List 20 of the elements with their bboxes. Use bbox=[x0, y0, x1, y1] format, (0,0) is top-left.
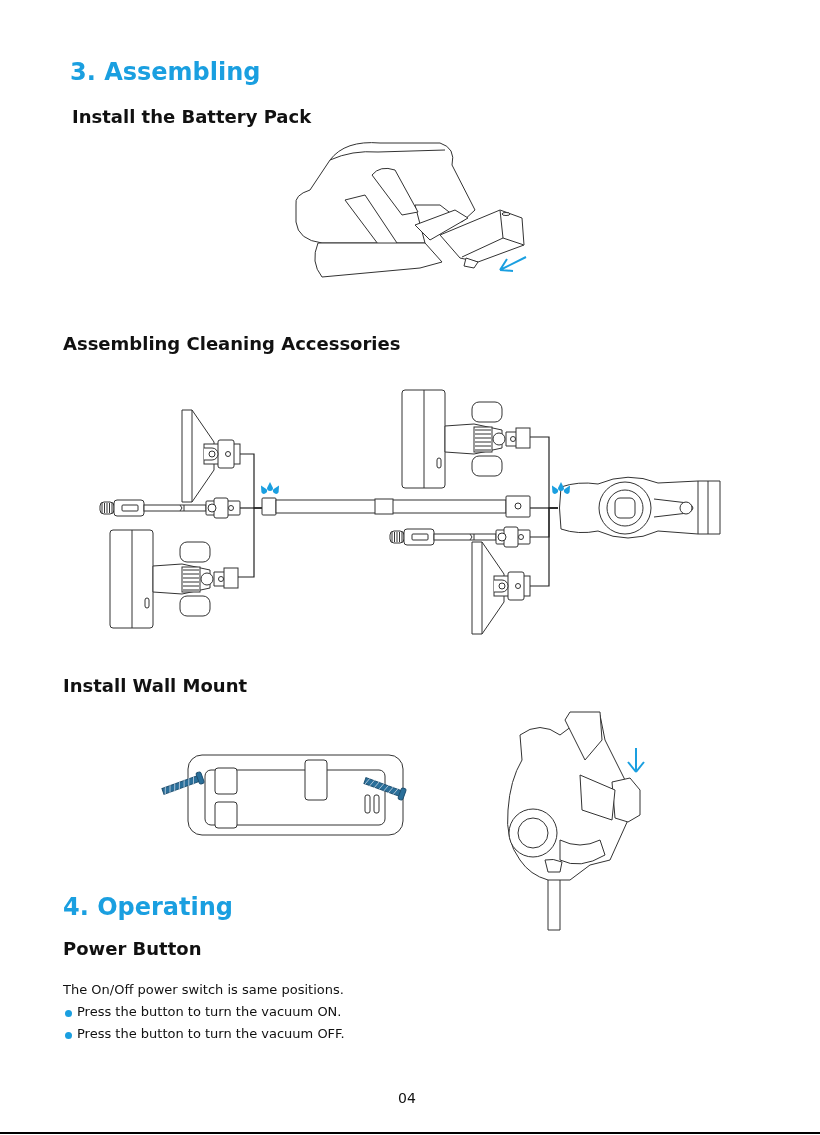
connector-line bbox=[529, 507, 559, 587]
subheading: Power Button bbox=[63, 938, 202, 960]
floor-head-drawing bbox=[401, 389, 531, 489]
subheading: Assembling Cleaning Accessories bbox=[63, 333, 401, 355]
handle-drawing bbox=[559, 476, 721, 539]
connector-line bbox=[237, 507, 263, 578]
floor-head-drawing bbox=[109, 529, 239, 629]
flat-tool-drawing bbox=[181, 409, 241, 503]
crevice-brush-drawing bbox=[389, 526, 531, 548]
crevice-brush-drawing bbox=[99, 497, 241, 519]
bullet-item: Press the button to turn the vacuum OFF. bbox=[63, 1026, 345, 1042]
section-heading: 4. Operating bbox=[63, 893, 234, 922]
page-number: 04 bbox=[398, 1090, 416, 1107]
flat-tool-drawing bbox=[471, 541, 531, 635]
subheading: Install Wall Mount bbox=[63, 675, 248, 697]
subheading: Install the Battery Pack bbox=[72, 106, 312, 128]
bullet-item: Press the button to turn the vacuum ON. bbox=[63, 1004, 342, 1020]
extension-tube-drawing bbox=[261, 495, 531, 518]
instruction-text: The On/Off power switch is same positions. bbox=[63, 982, 344, 998]
section-heading: 3. Assembling bbox=[70, 58, 261, 87]
